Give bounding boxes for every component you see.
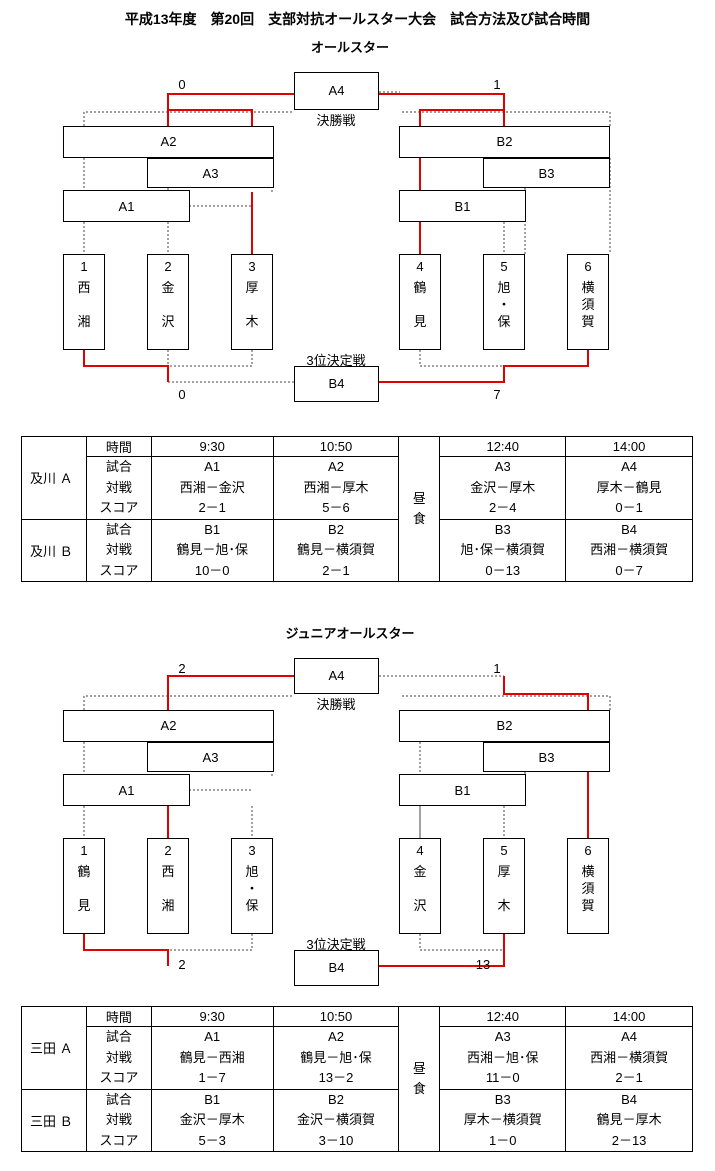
row-labels: 試合対戦スコア — [85, 1026, 152, 1090]
third-caption: 3位決定戦 — [306, 937, 366, 952]
third-score-left: 0 — [178, 387, 186, 402]
game-A1-box: A1 — [63, 774, 190, 806]
third-place-box: B4 — [294, 366, 379, 402]
row-labels: 試合対戦スコア — [85, 456, 152, 520]
time-cell: 14:00 — [565, 1006, 693, 1027]
team-box-4: 4 鶴 見 — [399, 254, 441, 350]
game-A1-box: A1 — [63, 190, 190, 222]
bracket-lines — [83, 675, 611, 967]
page-title: 平成13年度 第20回 支部対抗オールスター大会 試合方法及び試合時間 — [124, 11, 591, 27]
time-cell: 10:50 — [272, 436, 400, 457]
row-labels: 試合対戦スコア — [85, 1088, 152, 1152]
time-cell: 12:40 — [439, 1006, 567, 1027]
winner-path — [83, 93, 589, 383]
final-box: A4 — [294, 658, 379, 694]
final-caption: 決勝戦 — [316, 697, 356, 712]
team-box-6: 6 横 須 賀 — [567, 838, 609, 934]
schedule-table: 及川 Ａ 時間 9:30 10:50 昼食 12:40 14:00 試合対戦スコ… — [21, 436, 693, 582]
time-label: 時間 — [85, 1006, 152, 1027]
game-B3-box: B3 — [483, 742, 610, 772]
team-box-6: 6 横 須 賀 — [567, 254, 609, 350]
team-box-3: 3 旭 ・ 保 — [231, 838, 273, 934]
team-box-4: 4 金 沢 — [399, 838, 441, 934]
third-score-right: 13 — [475, 957, 491, 972]
team-box-2: 2 西 湘 — [147, 838, 189, 934]
time-cell: 14:00 — [565, 436, 693, 457]
winner-path — [83, 675, 589, 967]
final-caption: 決勝戦 — [316, 113, 356, 128]
game-A2-box: A2 — [63, 126, 274, 158]
bracket-subtitle: ジュニアオールスター — [285, 626, 415, 641]
final-score-left: 2 — [178, 661, 186, 676]
time-label: 時間 — [85, 436, 152, 457]
final-score-right: 1 — [493, 77, 501, 92]
time-cell: 9:30 — [150, 436, 274, 457]
team-box-2: 2 金 沢 — [147, 254, 189, 350]
group-name: 三田 Ｂ — [21, 1088, 87, 1152]
time-cell: 9:30 — [150, 1006, 274, 1027]
time-cell: 12:40 — [439, 436, 567, 457]
final-score-left: 0 — [178, 77, 186, 92]
game-A2-box: A2 — [63, 710, 274, 742]
game-B2-box: B2 — [399, 126, 610, 158]
game-B1-box: B1 — [399, 190, 526, 222]
team-box-1: 1 西 湘 — [63, 254, 105, 350]
game-B2-box: B2 — [399, 710, 610, 742]
bracket-lines — [83, 91, 611, 383]
tournament-bracket: A4 決勝戦 0 1 A2 A3 A1 B2 B3 B1 1 西 湘 2 金 沢… — [0, 60, 715, 410]
game-B1-box: B1 — [399, 774, 526, 806]
group-name: 三田 Ａ — [21, 1006, 87, 1090]
lunch-cell: 昼食 — [398, 1006, 441, 1152]
team-box-1: 1 鶴 見 — [63, 838, 105, 934]
group-name: 及川 Ｂ — [21, 518, 87, 582]
team-box-5: 5 旭 ・ 保 — [483, 254, 525, 350]
time-cell: 10:50 — [272, 1006, 400, 1027]
third-caption: 3位決定戦 — [306, 353, 366, 368]
group-name: 及川 Ａ — [21, 436, 87, 520]
team-box-5: 5 厚 木 — [483, 838, 525, 934]
final-score-right: 1 — [493, 661, 501, 676]
tournament-bracket: A4 決勝戦 2 1 A2 A3 A1 B2 B3 B1 1 鶴 見 2 西 湘… — [0, 646, 715, 986]
schedule-table: 三田 Ａ 時間 9:30 10:50 昼食 12:40 14:00 試合対戦スコ… — [21, 1006, 693, 1152]
final-box: A4 — [294, 72, 379, 110]
game-A3-box: A3 — [147, 742, 274, 772]
row-labels: 試合対戦スコア — [85, 518, 152, 582]
team-box-3: 3 厚 木 — [231, 254, 273, 350]
lunch-cell: 昼食 — [398, 436, 441, 582]
third-score-left: 2 — [178, 957, 186, 972]
game-A3-box: A3 — [147, 158, 274, 188]
third-score-right: 7 — [493, 387, 501, 402]
bracket-subtitle: オールスター — [310, 40, 389, 55]
game-B3-box: B3 — [483, 158, 610, 188]
third-place-box: B4 — [294, 950, 379, 986]
